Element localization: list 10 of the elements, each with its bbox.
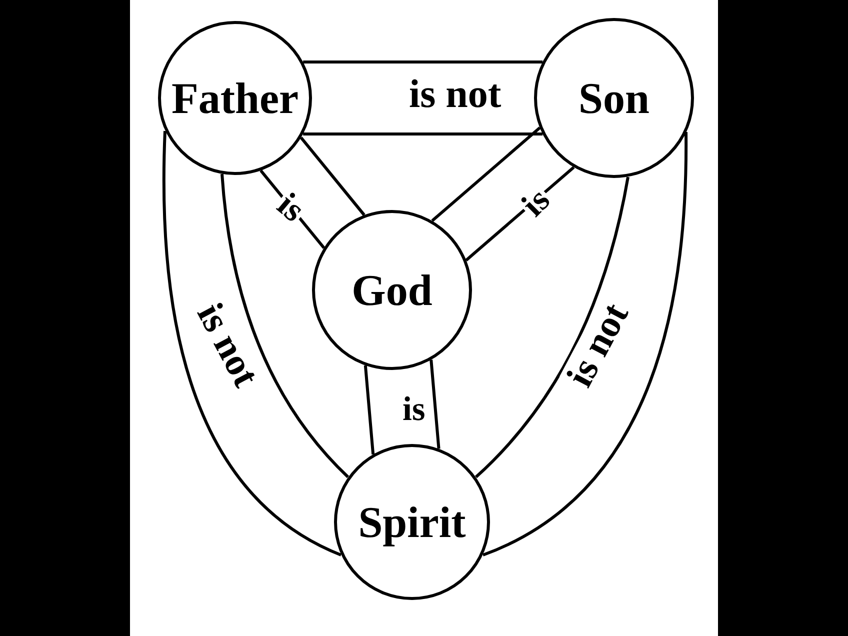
- node-label: Son: [578, 72, 650, 124]
- node-label: God: [352, 264, 432, 316]
- node-label: Father: [171, 72, 299, 124]
- connector-band: [259, 136, 366, 250]
- connector-band: [364, 358, 440, 456]
- node-label: Spirit: [358, 496, 466, 548]
- connector-band: [162, 130, 350, 556]
- connector-band: [474, 130, 688, 556]
- connector-band: [430, 126, 576, 262]
- connector-band: [302, 60, 544, 136]
